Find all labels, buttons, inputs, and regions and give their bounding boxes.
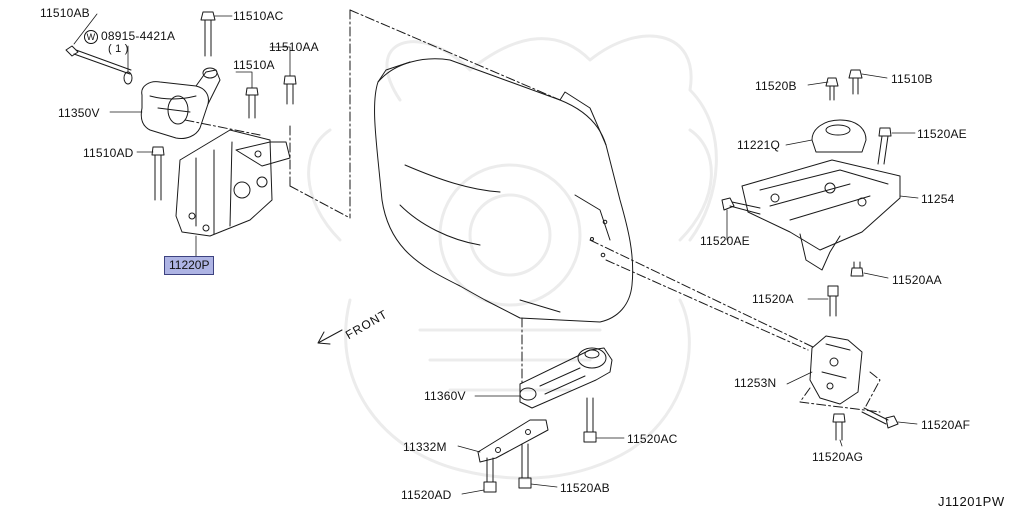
label-11332m: 11332M (403, 440, 447, 454)
label-11360v: 11360V (424, 389, 466, 403)
bolt-11520ab-lower (518, 443, 532, 489)
bolt-11520ag (832, 413, 846, 441)
label-11510ad: 11510AD (83, 146, 134, 160)
bolt-11520aa (850, 261, 864, 277)
bolt-11520ae-left (721, 197, 761, 215)
washer-symbol: W (84, 30, 98, 44)
label-11520ad-lower: 11520AD (401, 488, 452, 502)
label-11510ac: 11510AC (233, 9, 284, 23)
label-11350v: 11350V (58, 106, 100, 120)
label-11520a: 11520A (752, 292, 794, 306)
bolt-11520af (861, 407, 899, 429)
label-11510a: 11510A (233, 58, 275, 72)
label-11520ae-right: 11520AE (917, 127, 967, 141)
engine-block (374, 58, 634, 323)
left-bracket-11220p (175, 129, 291, 237)
label-08915-qty: ( 1 ) (108, 43, 129, 55)
bolt-11520ad-lower (483, 457, 497, 493)
right-bracket-11254 (741, 159, 901, 271)
bolt-11510ac (200, 11, 216, 57)
label-11253n: 11253N (734, 376, 777, 390)
bolt-11510ab (65, 45, 132, 75)
bolt-11510ad (151, 146, 165, 201)
bolt-11510aa (283, 75, 297, 105)
label-11510aa: 11510AA (269, 40, 319, 54)
stud-11520a (827, 285, 839, 317)
diagram-code: J11201PW (938, 494, 1005, 509)
label-11520aa: 11520AA (892, 273, 942, 287)
label-11520ag: 11520AG (812, 450, 864, 464)
alignment-lines (184, 9, 881, 413)
label-11520ae-left: 11520AE (700, 234, 750, 248)
label-11520b: 11520B (755, 79, 797, 93)
label-11220p-highlighted[interactable]: 11220P (164, 256, 215, 275)
bolt-11520ac-lower (583, 397, 597, 443)
bolt-11510b (848, 69, 863, 95)
label-11254: 11254 (921, 192, 955, 206)
right-insulator-11221q (811, 119, 867, 153)
label-11520af: 11520AF (921, 418, 971, 432)
left-insulator-11350v (140, 67, 221, 139)
label-11510ab: 11510AB (40, 6, 90, 20)
bolt-11520ae-right (877, 127, 892, 165)
label-11520ab-lower: 11520AB (560, 481, 610, 495)
label-08915-4421a: 08915-4421A (101, 29, 176, 43)
bolt-11510a (245, 87, 259, 119)
bracket-11332m (477, 419, 549, 463)
label-11510b: 11510B (891, 72, 933, 86)
label-11520ac-lower: 11520AC (627, 432, 678, 446)
front-arrow (317, 329, 343, 345)
torque-rod-11360v (519, 347, 613, 409)
rear-bracket-11253n (809, 335, 863, 405)
label-w-symbol: W (84, 29, 98, 44)
label-11221q: 11221Q (737, 138, 781, 152)
leader-lines (73, 13, 919, 495)
bolt-11520b (825, 77, 839, 101)
watermark-emblem (307, 34, 718, 480)
